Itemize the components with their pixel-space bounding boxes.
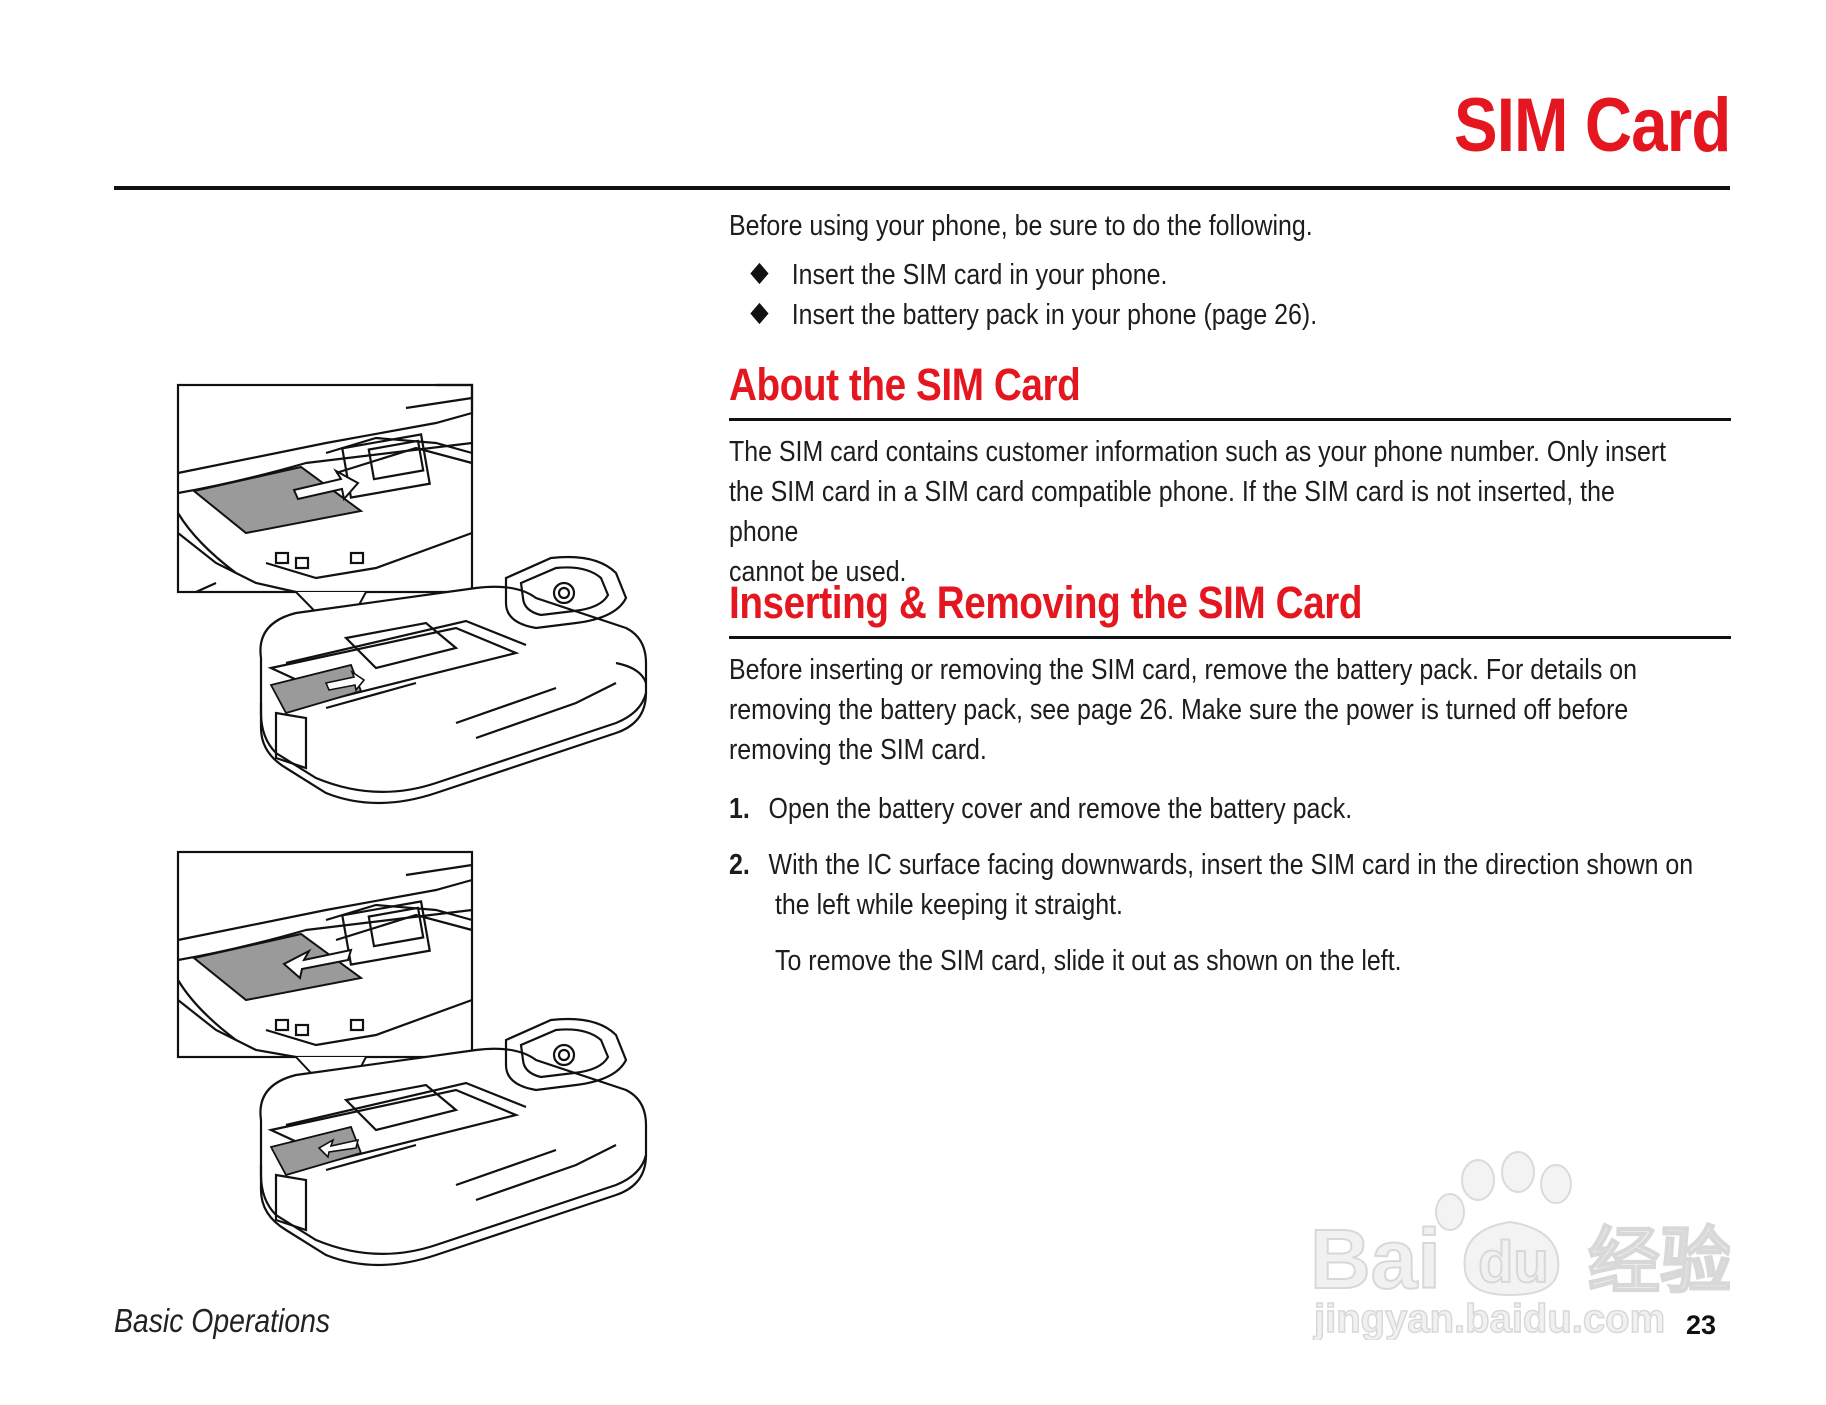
section-rule (729, 636, 1731, 639)
intro-text: Before using your phone, be sure to do t… (729, 210, 1313, 242)
sim-insert-illustration (176, 383, 648, 805)
footer-section-name: Basic Operations (114, 1302, 331, 1339)
baidu-watermark-logo: Bai du 经验 jingyan.baidu.com (1309, 1151, 1730, 1340)
body-line: The SIM card contains customer informati… (729, 436, 1667, 468)
section-about-body: The SIM card contains customer informati… (729, 432, 1826, 592)
page-number: 23 (1685, 1310, 1716, 1340)
section-heading-insert: Inserting & Removing the SIM Card (729, 577, 1363, 628)
watermark-cn: 经验 (1588, 1222, 1730, 1302)
step-number: 1. (729, 793, 750, 825)
section-rule (729, 418, 1731, 421)
bullet-text: Insert the SIM card in your phone. (791, 259, 1168, 291)
watermark-brand-du: du (1478, 1230, 1549, 1295)
body-line: removing the SIM card. (729, 734, 987, 766)
watermark-brand: Bai (1310, 1212, 1441, 1306)
sim-remove-illustration (176, 850, 648, 1267)
watermark-url: jingyan.baidu.com (1313, 1297, 1665, 1340)
step-item: 2. With the IC surface facing downwards, … (729, 845, 1761, 885)
body-line: the SIM card in a SIM card compatible ph… (729, 476, 1615, 548)
remove-note: To remove the SIM card, slide it out as … (775, 945, 1402, 977)
diamond-bullet-icon (750, 302, 769, 325)
step-item: 1. Open the battery cover and remove the … (729, 789, 1761, 829)
body-line: removing the battery pack, see page 26. … (729, 694, 1629, 726)
body-line: cannot be used. (729, 556, 907, 588)
diamond-bullet-icon (750, 262, 769, 285)
bullet-item: Insert the SIM card in your phone. (750, 255, 1168, 295)
title-rule (114, 186, 1730, 190)
section-insert-body: Before inserting or removing the SIM car… (729, 650, 1826, 770)
page-title: SIM Card (1453, 83, 1731, 168)
bullet-item: Insert the battery pack in your phone (p… (750, 295, 1318, 335)
step-text-continued: the left while keeping it straight. (775, 889, 1123, 921)
bullet-text: Insert the battery pack in your phone (p… (791, 299, 1318, 331)
paw-icon (1435, 1151, 1572, 1297)
step-number: 2. (729, 849, 750, 881)
step-text: With the IC surface facing downwards, in… (768, 849, 1694, 881)
section-heading-about: About the SIM Card (729, 359, 1081, 410)
step-text: Open the battery cover and remove the ba… (768, 793, 1353, 825)
body-line: Before inserting or removing the SIM car… (729, 654, 1637, 686)
